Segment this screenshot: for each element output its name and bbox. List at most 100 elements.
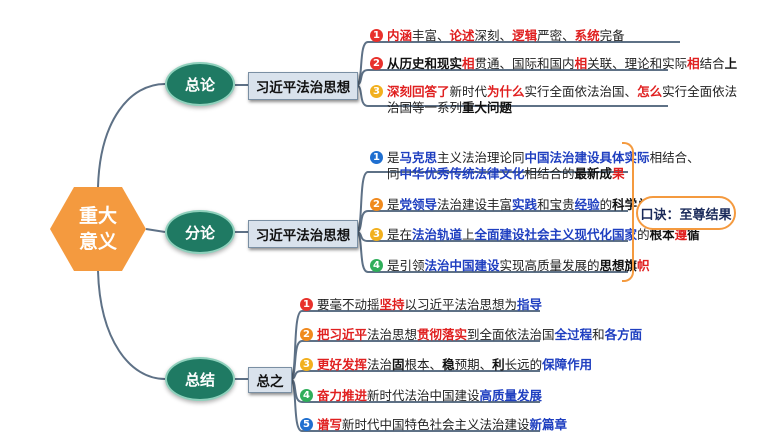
item-body: 是马克思主义法治理论同中国法治建设具体实际相结合、同中华优秀传统法律文化相结合的… — [387, 150, 700, 182]
number-badge: 3 — [370, 85, 383, 98]
item-body: 是引领法治中国建设实现高质量发展的思想旗帜 — [387, 258, 650, 274]
connector-item-underline — [355, 231, 628, 273]
center-title-line1: 重大 — [78, 205, 117, 227]
branch-label-zongjie: 总之 — [248, 367, 292, 393]
item-body: 内涵丰富、论述深刻、逻辑严密、系统完备 — [387, 28, 625, 44]
item-text: 上 — [462, 227, 475, 242]
item-text: 循 — [687, 227, 700, 242]
item-text: 结合 — [699, 56, 725, 71]
item-text: 逻辑 — [512, 28, 538, 43]
item-text: 历史和现实 — [399, 56, 463, 71]
item-text: 实践 — [512, 197, 538, 212]
number-badge: 2 — [370, 57, 383, 70]
item-text: 根本 — [649, 227, 675, 242]
item-text: 奋力推进 — [317, 388, 368, 403]
item-text: 坚持 — [379, 297, 405, 312]
item-text: 上 — [724, 56, 738, 71]
item-text: 利 — [492, 357, 505, 372]
list-item: 3 深刻回答了新时代为什么实行全面依法治国、怎么实行全面依法治国等一系列重大问题 — [370, 84, 737, 116]
item-text: 把习近平 — [317, 327, 368, 342]
item-text: 从 — [387, 56, 400, 71]
item-text: 指导 — [517, 297, 543, 312]
item-text: 完备 — [599, 28, 625, 43]
item-text: 深刻、 — [474, 28, 513, 43]
item-text: 论述 — [449, 28, 475, 43]
item-text: 遵 — [674, 227, 688, 242]
connector-item-underline — [355, 210, 628, 233]
item-body: 要毫不动摇坚持以习近平法治思想为指导 — [317, 297, 542, 313]
item-text: 相 — [462, 56, 475, 71]
item-text: 同 — [387, 166, 400, 181]
item-text: 法治建设丰富 — [437, 197, 513, 212]
item-line: 深刻回答了新时代为什么实行全面依法治国、怎么实行全面依法 — [387, 84, 737, 100]
item-body: 更好发挥法治固根本、稳预期、利长远的保障作用 — [317, 357, 592, 373]
item-text: 中华优秀传统法律文化 — [399, 166, 525, 181]
group-brace — [622, 142, 634, 282]
item-text: 相结合、 — [649, 150, 700, 165]
item-text: 丰富、 — [412, 28, 450, 43]
item-text: 内涵 — [387, 28, 413, 43]
center-title-line2: 意义 — [78, 231, 117, 253]
item-body: 把习近平法治思想贯彻落实到全面依法治国全过程和各方面 — [317, 327, 642, 343]
item-body: 是党领导法治建设丰富实践和宝贵经验的科学总结 — [387, 197, 662, 213]
item-text: 保障作用 — [542, 357, 593, 372]
item-text: 全过程 — [554, 327, 593, 342]
item-text: 固 — [392, 357, 405, 372]
item-text: 高质量发展 — [479, 388, 543, 403]
number-badge: 1 — [370, 151, 383, 164]
item-text: 实行全面依法治国、 — [524, 84, 638, 99]
item-text: 是引领 — [387, 258, 425, 273]
item-text: 稳 — [442, 357, 455, 372]
item-text: 是 — [387, 150, 400, 165]
item-text: 和宝贵 — [537, 197, 575, 212]
connector-item-underline — [355, 69, 668, 86]
item-text: 长远的 — [504, 357, 543, 372]
item-text: 新时代 — [449, 84, 488, 99]
item-text: 根本、 — [404, 357, 443, 372]
item-text: 思想旗 — [599, 258, 638, 273]
connector-item-underline — [355, 84, 668, 107]
item-body: 奋力推进新时代法治中国建设高质量发展 — [317, 388, 542, 404]
item-text: 新时代中国特色社会主义法治建设 — [342, 417, 530, 432]
number-badge: 3 — [370, 228, 383, 241]
branch-node-zongjie: 总结 — [165, 357, 235, 401]
item-text: 贯通、国际和国内 — [474, 56, 575, 71]
branch-node-zonglun: 总论 — [165, 62, 235, 106]
center-node: 重大 意义 — [50, 187, 146, 271]
item-body: 深刻回答了新时代为什么实行全面依法治国、怎么实行全面依法治国等一系列重大问题 — [387, 84, 737, 116]
item-text: 贯彻落实 — [417, 327, 468, 342]
item-text: 怎么 — [637, 84, 663, 99]
item-text: 中国法治建设具体实际 — [524, 150, 650, 165]
item-text: 和 — [592, 327, 605, 342]
item-text: 谱写 — [317, 417, 343, 432]
item-text: 以习近平法治思想为 — [404, 297, 518, 312]
item-text: 主义法治理论同 — [437, 150, 525, 165]
item-text: 关联、理论和实际 — [587, 56, 688, 71]
item-text: 新篇章 — [529, 417, 568, 432]
list-item: 2是党领导法治建设丰富实践和宝贵经验的科学总结 — [370, 197, 662, 213]
item-text: 法治思想 — [367, 327, 418, 342]
item-body: 是在法治轨道上全面建设社会主义现代化国家的根本遵循 — [387, 227, 700, 243]
item-text: 各方面 — [604, 327, 643, 342]
item-body: 从历史和现实相贯通、国际和国内相关联、理论和实际相结合上 — [387, 56, 737, 72]
item-text: 治国等一系列 — [387, 100, 463, 115]
number-badge: 5 — [300, 418, 313, 431]
item-text: 最新成 — [574, 166, 613, 181]
item-text: 是在 — [387, 227, 413, 242]
connector-center-zongjie — [97, 270, 166, 380]
item-text: 法治 — [367, 357, 393, 372]
item-body: 谱写新时代中国特色社会主义法治建设新篇章 — [317, 417, 567, 433]
item-text: 到全面依法治国 — [467, 327, 555, 342]
item-text: 为什么 — [487, 84, 525, 99]
item-text: 实现高质量发展的 — [499, 258, 600, 273]
item-text: 要毫不动摇 — [317, 297, 380, 312]
list-item: 5 谱写新时代中国特色社会主义法治建设新篇章 — [300, 417, 567, 433]
connector-center-fenlun — [145, 228, 166, 233]
item-text: 系统 — [574, 28, 600, 43]
